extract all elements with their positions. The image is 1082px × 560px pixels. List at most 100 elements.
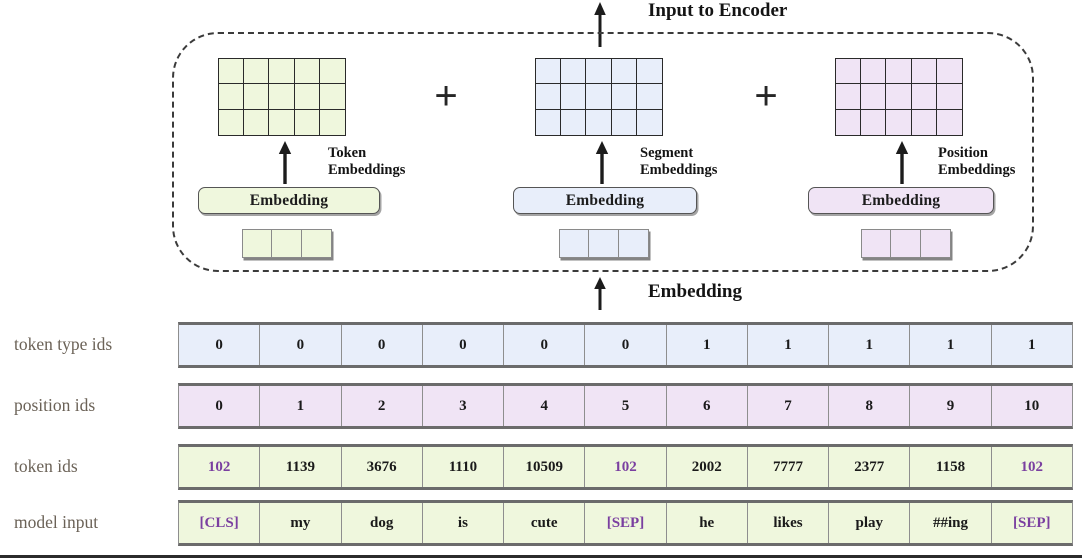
table-cell: 1 bbox=[747, 325, 830, 365]
table-cell: 1 bbox=[829, 325, 911, 365]
token-embedding-pill-label: Embedding bbox=[249, 191, 329, 209]
grid-cell bbox=[636, 59, 662, 85]
grid-cell bbox=[561, 84, 587, 110]
arrow-to-encoder-icon bbox=[594, 2, 606, 47]
table-cell: cute bbox=[504, 503, 586, 543]
grid-cell bbox=[911, 109, 937, 135]
grid-cell bbox=[836, 84, 862, 110]
table-cell: he bbox=[666, 503, 748, 543]
bottom-divider bbox=[0, 555, 1082, 558]
grid-cell bbox=[269, 84, 295, 110]
token-embedding-pill[interactable]: Embedding bbox=[198, 187, 380, 214]
segment-input-strip bbox=[559, 229, 649, 258]
segment-embeddings-grid bbox=[535, 58, 663, 136]
table-cell: 0 bbox=[422, 325, 505, 365]
grid-cell bbox=[536, 109, 562, 135]
table-cell: [SEP] bbox=[585, 503, 667, 543]
table-cell: 0 bbox=[585, 325, 667, 365]
grid-cell bbox=[861, 109, 887, 135]
strip-cell bbox=[589, 230, 619, 257]
grid-cell bbox=[611, 59, 637, 85]
grid-cell bbox=[244, 84, 270, 110]
segment-embedding-pill-label: Embedding bbox=[565, 191, 645, 209]
token-embeddings-caption-line1: Token bbox=[328, 145, 367, 161]
strip-cell bbox=[891, 230, 921, 257]
table-cell: 102 bbox=[991, 447, 1072, 487]
grid-cell bbox=[536, 84, 562, 110]
table-cell: 10509 bbox=[504, 447, 586, 487]
position-embeddings-grid bbox=[835, 58, 963, 136]
table-cell: 10 bbox=[991, 386, 1072, 426]
grid-cell bbox=[936, 59, 962, 85]
strip-cell bbox=[560, 230, 590, 257]
table-cell: 1110 bbox=[422, 447, 505, 487]
grid-cell bbox=[536, 59, 562, 85]
table-cell: 0 bbox=[179, 325, 261, 365]
table-cell: 1 bbox=[910, 325, 992, 365]
table-cell: 2002 bbox=[666, 447, 748, 487]
table-cell: 1 bbox=[991, 325, 1072, 365]
grid-cell bbox=[586, 59, 612, 85]
grid-cell bbox=[886, 109, 912, 135]
table-cell: 102 bbox=[179, 447, 261, 487]
grid-cell bbox=[294, 109, 320, 135]
grid-cell bbox=[244, 109, 270, 135]
segment-embedding-pill[interactable]: Embedding bbox=[513, 187, 697, 214]
table-cell: 1139 bbox=[260, 447, 342, 487]
table-cell: 1 bbox=[260, 386, 342, 426]
grid-cell bbox=[586, 84, 612, 110]
grid-cell bbox=[936, 84, 962, 110]
table-cell: 6 bbox=[666, 386, 748, 426]
position-embedding-pill[interactable]: Embedding bbox=[808, 187, 994, 214]
grid-cell bbox=[886, 84, 912, 110]
position-embeddings-caption: Position Embeddings bbox=[938, 145, 1015, 179]
table-cell: is bbox=[422, 503, 505, 543]
grid-cell bbox=[244, 59, 270, 85]
grid-cell bbox=[611, 109, 637, 135]
grid-cell bbox=[294, 59, 320, 85]
embedding-group-container bbox=[172, 32, 1034, 272]
table-cell: 2377 bbox=[829, 447, 911, 487]
table-cell: 1158 bbox=[910, 447, 992, 487]
table-cell: 0 bbox=[179, 386, 261, 426]
grid-cell bbox=[636, 84, 662, 110]
position-input-strip bbox=[861, 229, 951, 258]
grid-cell bbox=[269, 59, 295, 85]
arrow-position-embedding-icon bbox=[895, 141, 909, 184]
table-cell: [SEP] bbox=[991, 503, 1072, 543]
grid-cell bbox=[836, 59, 862, 85]
strip-cell bbox=[301, 230, 331, 257]
position-embeddings-caption-line1: Position bbox=[938, 145, 988, 161]
table-cell: 7 bbox=[747, 386, 830, 426]
table-cell: 2 bbox=[341, 386, 423, 426]
token-embeddings-grid bbox=[218, 58, 346, 136]
table-cell: [CLS] bbox=[179, 503, 261, 543]
table-cell: ##ing bbox=[910, 503, 992, 543]
table-cell: 3676 bbox=[341, 447, 423, 487]
grid-cell bbox=[219, 109, 245, 135]
strip-cell bbox=[618, 230, 648, 257]
grid-cell bbox=[636, 109, 662, 135]
grid-cell bbox=[836, 109, 862, 135]
grid-cell bbox=[269, 109, 295, 135]
table-cell: 102 bbox=[585, 447, 667, 487]
position-embeddings-caption-line2: Embeddings bbox=[938, 162, 1016, 178]
table-cell: 0 bbox=[504, 325, 586, 365]
arrow-token-embedding-icon bbox=[278, 141, 292, 184]
segment-embeddings-caption-line1: Segment bbox=[640, 145, 694, 161]
segment-embeddings-caption-line2: Embeddings bbox=[640, 162, 718, 178]
grid-cell bbox=[586, 109, 612, 135]
token-embeddings-caption: Token Embeddings bbox=[328, 145, 405, 179]
strip-cell bbox=[272, 230, 302, 257]
grid-cell bbox=[319, 59, 345, 85]
row-label-position-ids: position ids bbox=[14, 395, 96, 415]
row-label-token-ids: token ids bbox=[14, 456, 78, 476]
strip-cell bbox=[920, 230, 950, 257]
table-cell: 0 bbox=[341, 325, 423, 365]
grid-cell bbox=[911, 84, 937, 110]
